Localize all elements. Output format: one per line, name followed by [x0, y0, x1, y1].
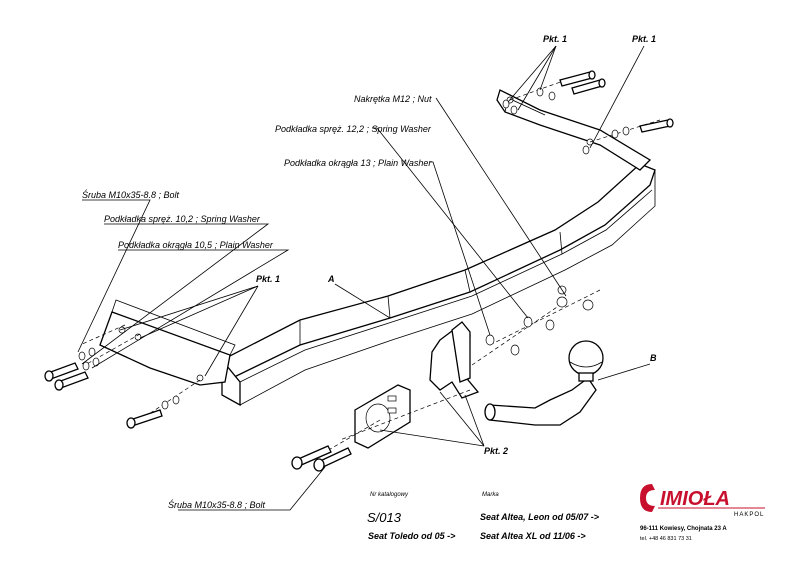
catalog-number-label: Nr katalogowy — [370, 492, 409, 498]
company-block: IMIOŁA HAKPOL 96-111 Kowiesy, Chojnata 2… — [640, 484, 765, 542]
company-address: 96-111 Kowiesy, Chojnata 23 A — [640, 526, 727, 532]
center-bracket — [429, 321, 480, 399]
crossbar-a — [221, 163, 656, 407]
vehicle-row-2-left: Seat Toledo od 05 -> — [368, 531, 456, 541]
brand-label: Marka — [482, 492, 499, 498]
left-bracket — [99, 299, 236, 386]
spring-washer-10-label: Podkładka spręż. 10,2 ; Spring Washer — [104, 214, 261, 224]
spring-washer-12-label: Podkładka spręż. 12,2 ; Spring Washer — [275, 124, 432, 134]
nut-label: Nakrętka M12 ; Nut — [354, 94, 432, 104]
plain-washer-13-label: Podkładka okrągła 13 ; Plain Washer — [284, 158, 432, 168]
vehicle-row-1: Seat Altea, Leon od 05/07 -> — [480, 512, 600, 522]
pkt2-label: Pkt. 2 — [484, 446, 508, 456]
pkt1-top-left-label: Pkt. 1 — [543, 34, 567, 44]
logo-hook-icon — [640, 484, 655, 512]
plain-washer-10-label: Podkładka okrągła 10,5 ; Plain Washer — [118, 240, 274, 250]
bolt-bottom-label: Śruba M10x35-8.8 ; Bolt — [168, 499, 266, 510]
hardware — [44, 70, 674, 472]
pkt1-top-right-label: Pkt. 1 — [632, 34, 656, 44]
company-sub: HAKPOL — [734, 512, 764, 518]
catalog-number: S/013 — [367, 510, 402, 525]
tow-ball-b — [484, 340, 604, 426]
part-a-label: A — [327, 274, 335, 284]
bolt-top-label: Śruba M10x35-8.8 ; Bolt — [82, 189, 180, 200]
pkt1-mid-label: Pkt. 1 — [256, 274, 280, 284]
company-logo-text: IMIOŁA — [660, 488, 730, 510]
vehicle-row-2-right: Seat Altea XL od 11/06 -> — [480, 531, 586, 541]
part-b-label: B — [650, 353, 657, 363]
leader-lines — [77, 45, 651, 511]
company-phone: tel. +48 46 831 73 31 — [640, 536, 692, 542]
info-block: Nr katalogowy S/013 Marka Seat Altea, Le… — [367, 492, 600, 541]
